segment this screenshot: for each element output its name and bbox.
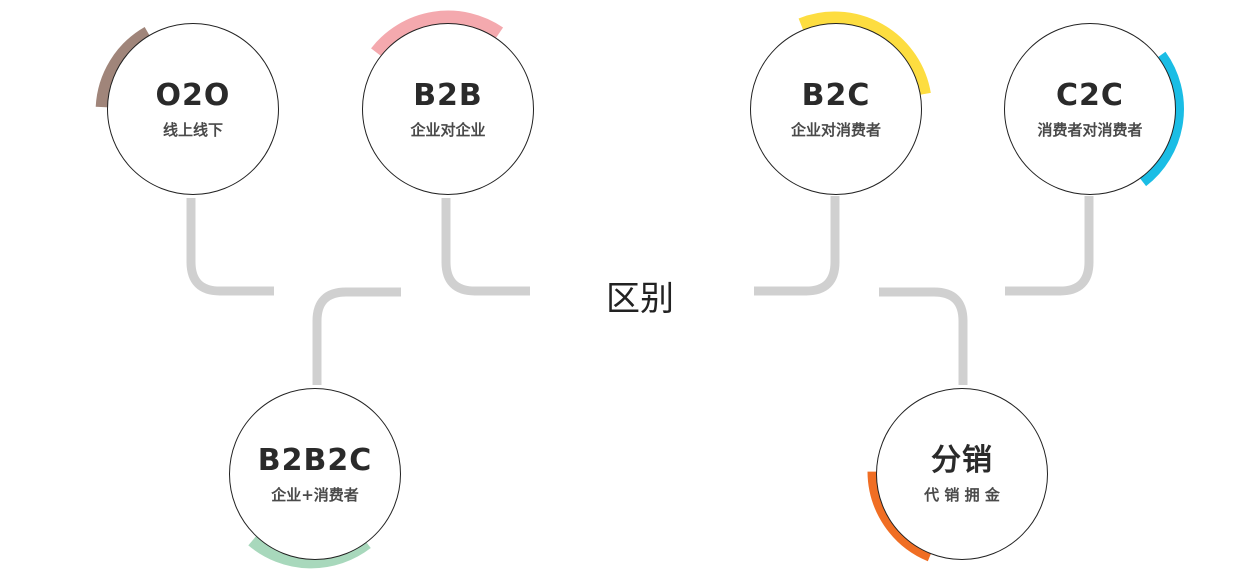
connector-c2c [1005,196,1094,296]
node-o2o-subtitle: 线上线下 [162,120,223,139]
connector-o2o [186,198,274,296]
arc-c2c [1138,51,1184,187]
center-label: 区别 [606,279,674,319]
connector-b2b [441,198,530,296]
node-fenxiao-title: 分销 [931,442,993,478]
connector-b2c [754,196,840,296]
connector-fenxiao [879,287,968,385]
arc-o2o [95,26,152,108]
arc-b2b [371,10,504,57]
connector-b2b2c [312,287,401,385]
node-c2c-title: C2C [1056,77,1124,113]
node-b2b: B2B 企业对企业 [362,23,534,195]
arc-b2b2c [248,535,371,569]
node-o2o-title: O2O [155,77,231,113]
node-b2b2c: B2B2C 企业+消费者 [229,388,401,560]
node-b2b-title: B2B [413,77,483,113]
node-c2c-subtitle: 消费者对消费者 [1037,120,1143,139]
arc-fenxiao [867,471,933,562]
node-c2c: C2C 消费者对消费者 [1004,23,1176,195]
node-b2c: B2C 企业对消费者 [750,23,922,195]
node-b2c-title: B2C [801,77,871,113]
node-fenxiao-subtitle: 代 销 拥 金 [924,485,1000,504]
node-o2o: O2O 线上线下 [107,23,279,195]
node-b2b2c-subtitle: 企业+消费者 [271,485,359,504]
arc-b2c [798,11,931,96]
node-b2b2c-title: B2B2C [257,442,373,478]
node-b2c-subtitle: 企业对消费者 [790,120,881,139]
node-fenxiao: 分销 代 销 拥 金 [876,388,1048,560]
node-b2b-subtitle: 企业对企业 [410,120,486,139]
